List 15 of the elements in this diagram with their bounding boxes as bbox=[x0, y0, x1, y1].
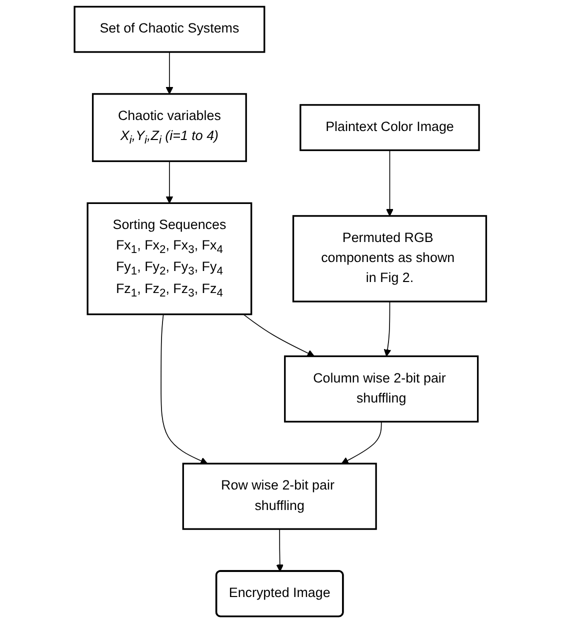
arrow bbox=[386, 150, 394, 216]
arrow bbox=[160, 314, 208, 464]
node-box: Row wise 2-bit pair shuffling bbox=[182, 462, 378, 530]
arrow bbox=[243, 314, 315, 357]
arrow bbox=[384, 301, 392, 357]
node-box: Plaintext Color Image bbox=[300, 104, 480, 152]
arrow bbox=[166, 52, 174, 94]
arrow bbox=[166, 160, 174, 204]
node-box: Permuted RGB components as shown in Fig 2. bbox=[292, 215, 488, 302]
node-box: Chaotic variables X$_{i}$,Y$_{i}$,Z$_{i}$ (i=1 to 4) bbox=[92, 93, 248, 162]
arrow bbox=[276, 528, 284, 572]
node-box: Set of Chaotic Systems bbox=[74, 6, 266, 53]
node-box: Sorting Sequences Fx$_{1}$, Fx$_{2}$, Fx$_{3}$, Fx$_{4}$ Fy$_{1}$, Fy$_{2}$, Fy$_{3}$, Fy$_{4}$ Fz$_{1}$, Fz$_{2}$, Fz$_{3}$, Fz$_{4}$ bbox=[86, 202, 252, 316]
arrow bbox=[341, 421, 382, 464]
node-box: Column wise 2-bit pair shuffling bbox=[284, 355, 479, 423]
